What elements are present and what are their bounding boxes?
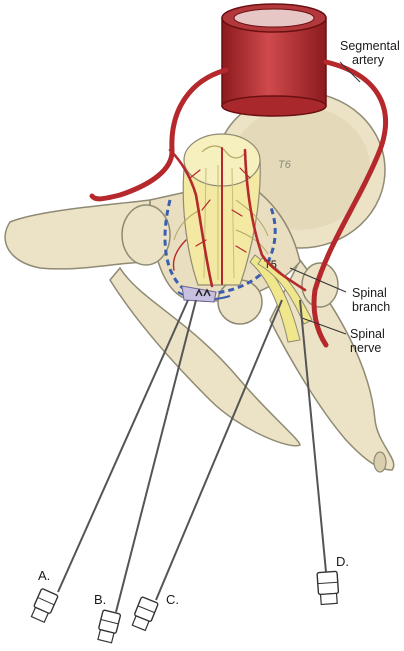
aorta <box>221 3 327 117</box>
dura-mater <box>163 199 277 303</box>
t6-label: T6 <box>278 159 292 171</box>
needle-b-hub <box>97 609 122 644</box>
needle-a-label: A. <box>38 568 50 583</box>
needle-c-shaft <box>155 299 283 601</box>
segmental-arteries <box>89 59 388 348</box>
spinal-branch-label-line1: Spinal <box>352 286 387 300</box>
needle-labels: A. B. C. D. <box>38 554 349 607</box>
needles <box>57 299 327 613</box>
needle-d-label: D. <box>336 554 349 569</box>
needle-c-label: C. <box>166 592 179 607</box>
needle-d-shaft <box>299 299 327 573</box>
spinal-nerve-label-line1: Spinal <box>350 327 385 341</box>
structure-labels: Segmental artery Spinal branch Spinal ne… <box>340 39 400 355</box>
leader-lines <box>289 61 361 335</box>
spinal-branch-label-line2: branch <box>352 300 390 314</box>
needle-b-shaft <box>115 299 197 613</box>
spinal-nerve-label-line2: nerve <box>350 341 381 355</box>
vertebral-arch <box>4 179 395 473</box>
segmental-artery-label-line1: Segmental <box>340 39 400 53</box>
needle-a-shaft <box>57 299 189 593</box>
needle-b-label: B. <box>94 592 106 607</box>
needle-c-hub <box>131 596 159 632</box>
needle-d-hub <box>316 570 340 606</box>
needle-a-hub <box>30 588 59 624</box>
segmental-artery-label-line2: artery <box>352 53 385 67</box>
